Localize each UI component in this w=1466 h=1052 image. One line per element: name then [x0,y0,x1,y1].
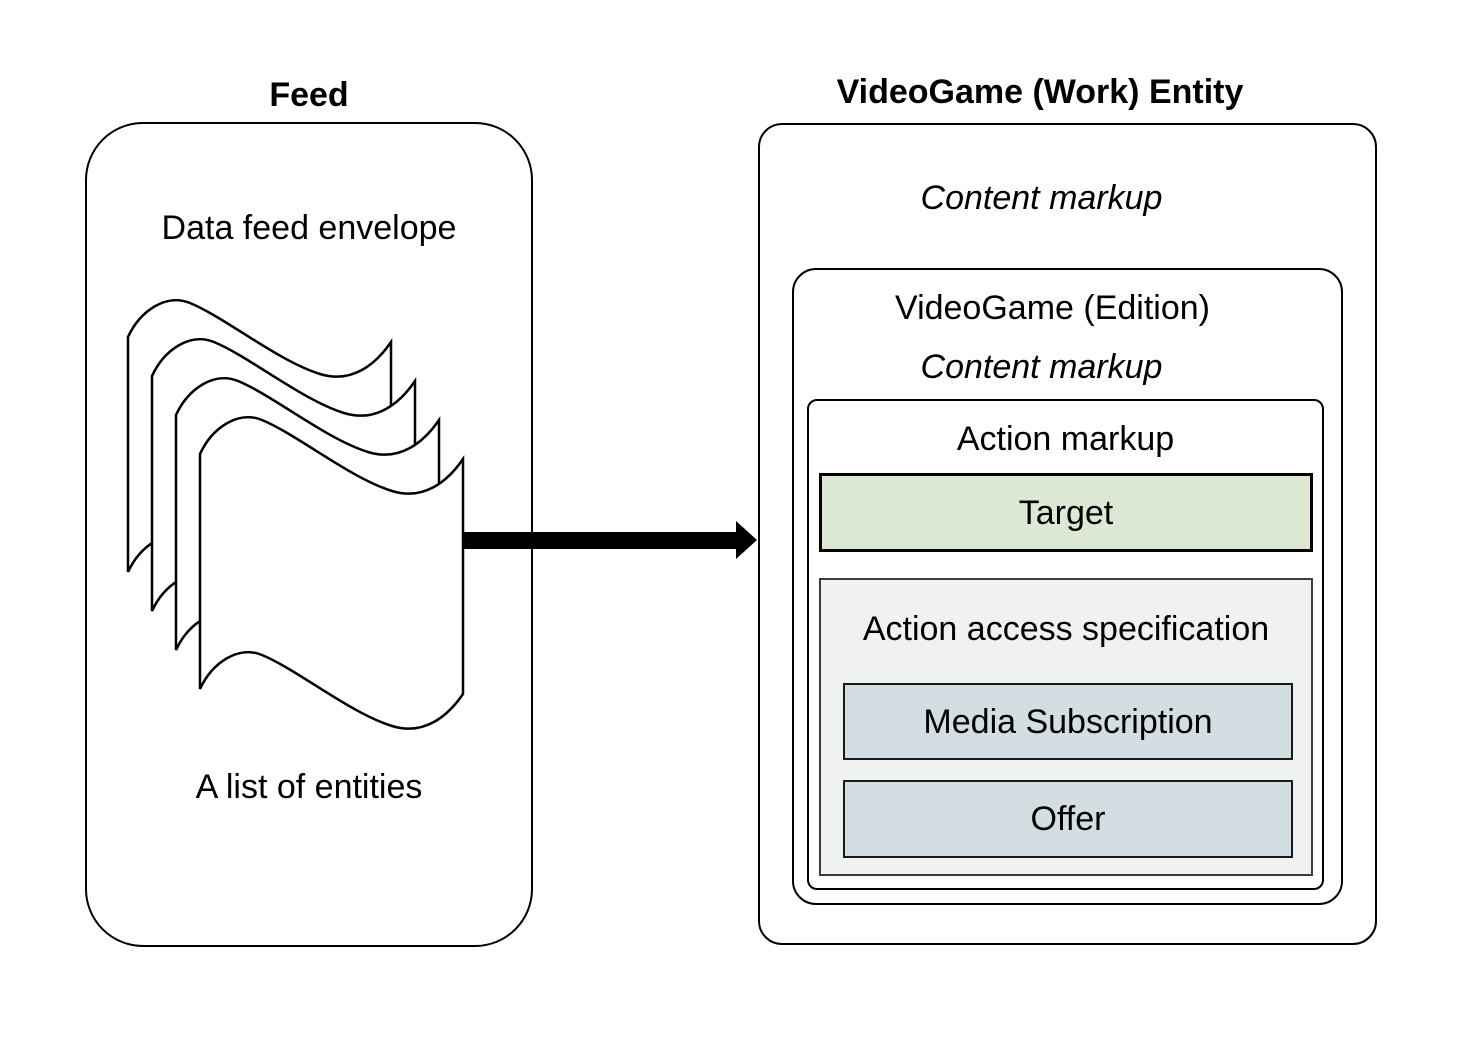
document-stack-icon [126,298,465,730]
target-box: Target [819,473,1313,552]
feed-title: Feed [269,76,349,114]
offer-label: Offer [1030,800,1106,838]
media-subscription-box: Media Subscription [843,683,1293,760]
work-content-markup-label: Content markup [920,179,1163,217]
target-label: Target [1018,493,1114,532]
action-markup-label: Action markup [956,420,1175,458]
edition-content-markup-label: Content markup [920,348,1163,386]
edition-title: VideoGame (Edition) [895,289,1210,327]
flow-arrow-head-icon [736,521,757,559]
offer-box: Offer [843,780,1293,858]
media-subscription-label: Media Subscription [923,702,1213,741]
list-of-entities-label: A list of entities [195,768,423,806]
flow-arrow-shaft [464,532,738,549]
data-feed-envelope-label: Data feed envelope [161,209,457,247]
entity-title: VideoGame (Work) Entity [836,73,1244,111]
action-access-specification-label: Action access specification [862,610,1270,648]
